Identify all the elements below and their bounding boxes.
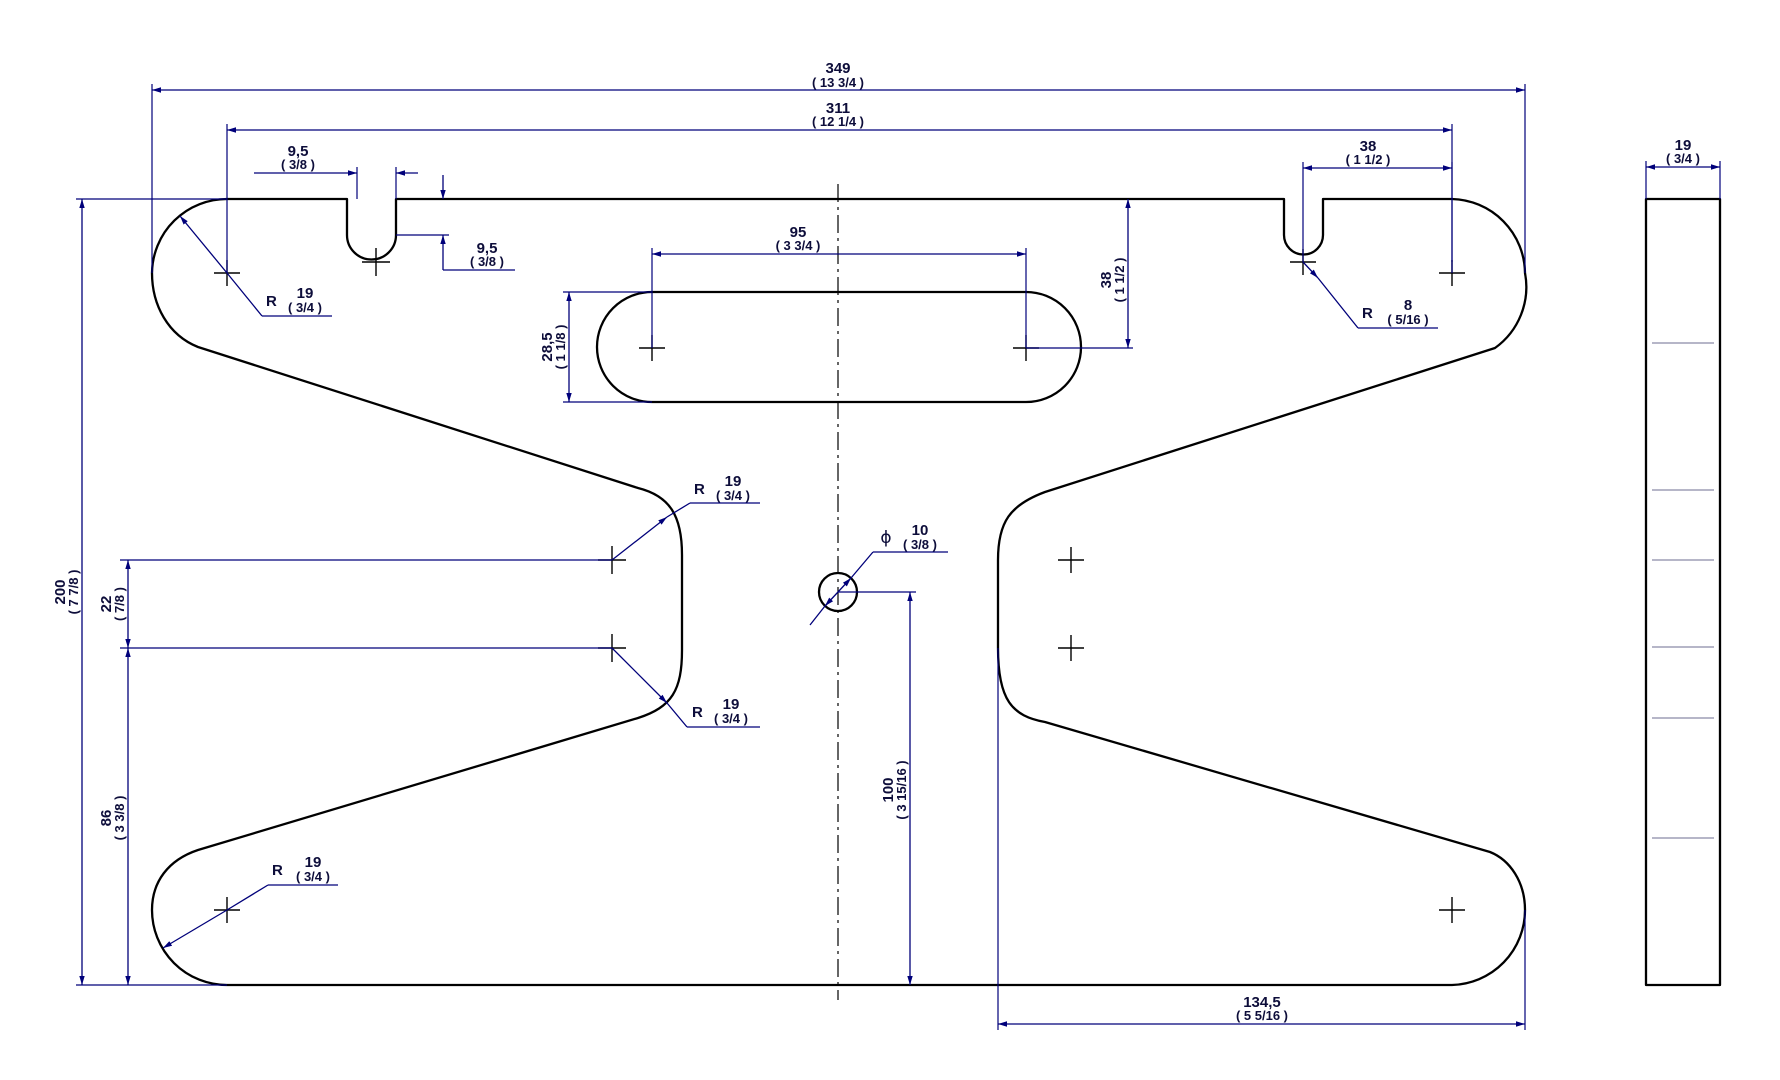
radius-bottom-left: R 19 ( 3/4 ): [162, 854, 338, 949]
dim-hole-spacing: 311 ( 12 1/4 ): [226, 100, 1453, 273]
dim-value: 19: [1675, 137, 1692, 154]
dim-hole-diameter: ϕ 10 ( 3/8 ): [809, 522, 948, 626]
dim-value: 311: [826, 100, 850, 117]
dim-inch-value: ( 3/8 ): [281, 157, 315, 172]
dim-slot-top-offset: 38 ( 1 1/2 ): [1026, 199, 1133, 349]
dim-inch-value: ( 3 15/16 ): [894, 760, 909, 819]
dim-thickness: 19 ( 3/4 ): [1645, 137, 1721, 199]
radius-top-left: R 19 ( 3/4 ): [179, 215, 332, 317]
part-outline: [150, 197, 1528, 987]
dim-value: 19: [725, 473, 742, 490]
dim-inch-value: ( 3 3/8 ): [112, 796, 127, 841]
side-view: [1644, 197, 1722, 987]
dim-inch-value: ( 3/8 ): [470, 254, 504, 269]
dim-overall-width: 349 ( 13 3/4 ): [151, 60, 1526, 273]
diameter-symbol: ϕ: [880, 528, 891, 548]
dim-value: 10: [912, 522, 929, 539]
dim-hole-height: 100 ( 3 15/16 ): [838, 591, 916, 985]
dim-slot-offset-right: 38 ( 1 1/2 ): [1302, 138, 1453, 262]
dim-inch-value: ( 3/8 ): [903, 537, 937, 552]
dim-notch-height: 86 ( 3 3/8 ): [98, 648, 131, 985]
dim-inch-value: ( 1 1/2 ): [1112, 258, 1127, 303]
dim-right-width: 134,5 ( 5 5/16 ): [997, 648, 1526, 1030]
dim-value: 8: [1404, 297, 1412, 314]
radius-keyhole-right: R 8 ( 5/16 ): [1302, 261, 1438, 329]
radius-label: R: [692, 704, 703, 721]
dim-inch-value: ( 3/4 ): [714, 711, 748, 726]
radius-inner-lower: R 19 ( 3/4 ): [611, 647, 760, 728]
dim-value: 19: [297, 285, 314, 302]
dim-value: 38: [1098, 272, 1115, 289]
dim-overall-height: 200 ( 7 7/8 ): [52, 198, 227, 986]
dim-inch-value: ( 7/8 ): [112, 587, 127, 621]
center-slot: [595, 290, 1083, 404]
radius-label: R: [1362, 305, 1373, 322]
dim-value: 22: [98, 596, 115, 613]
dim-value: 28,5: [539, 332, 556, 361]
dim-value: 134,5: [1243, 994, 1281, 1011]
radius-label: R: [272, 862, 283, 879]
dim-center-slot-length: 95 ( 3 3/4 ): [651, 224, 1027, 348]
dim-notch-width: 22 ( 7/8 ): [98, 559, 612, 649]
dim-slot-depth-left: 9,5 ( 3/8 ): [396, 175, 515, 271]
dim-value: 19: [723, 696, 740, 713]
dim-inch-value: ( 3/4 ): [296, 869, 330, 884]
dim-value: 38: [1360, 138, 1377, 155]
dim-inch-value: ( 5/16 ): [1387, 312, 1428, 327]
dim-center-slot-width: 28,5 ( 1 1/8 ): [539, 291, 652, 403]
dim-inch-value: ( 7 7/8 ): [66, 570, 81, 615]
dim-slot-width-left: 9,5 ( 3/8 ): [254, 143, 418, 199]
dim-inch-value: ( 3/4 ): [288, 300, 322, 315]
dim-value: 349: [825, 60, 850, 77]
center-mark: [1058, 635, 1084, 661]
radius-inner-upper: R 19 ( 3/4 ): [611, 473, 760, 561]
dim-inch-value: ( 13 3/4 ): [812, 75, 864, 90]
dim-value: 200: [52, 579, 69, 604]
center-mark: [1439, 897, 1465, 923]
dim-inch-value: ( 1 1/2 ): [1346, 152, 1391, 167]
dim-inch-value: ( 12 1/4 ): [812, 114, 864, 129]
dim-inch-value: ( 1 1/8 ): [553, 325, 568, 370]
dim-value: 19: [305, 854, 322, 871]
dim-value: 9,5: [477, 240, 498, 257]
dim-inch-value: ( 3/4 ): [1666, 151, 1700, 166]
dim-value: 9,5: [288, 143, 309, 160]
dim-value: 100: [880, 777, 897, 802]
center-marks: [214, 248, 1465, 923]
dim-inch-value: ( 3/4 ): [716, 488, 750, 503]
center-mark: [362, 248, 390, 276]
radius-label: R: [694, 481, 705, 498]
radius-label: R: [266, 293, 277, 310]
center-mark: [1058, 547, 1084, 573]
dim-value: 86: [98, 810, 115, 827]
dim-value: 95: [790, 224, 807, 241]
dim-inch-value: ( 5 5/16 ): [1236, 1008, 1288, 1023]
dim-inch-value: ( 3 3/4 ): [776, 238, 821, 253]
